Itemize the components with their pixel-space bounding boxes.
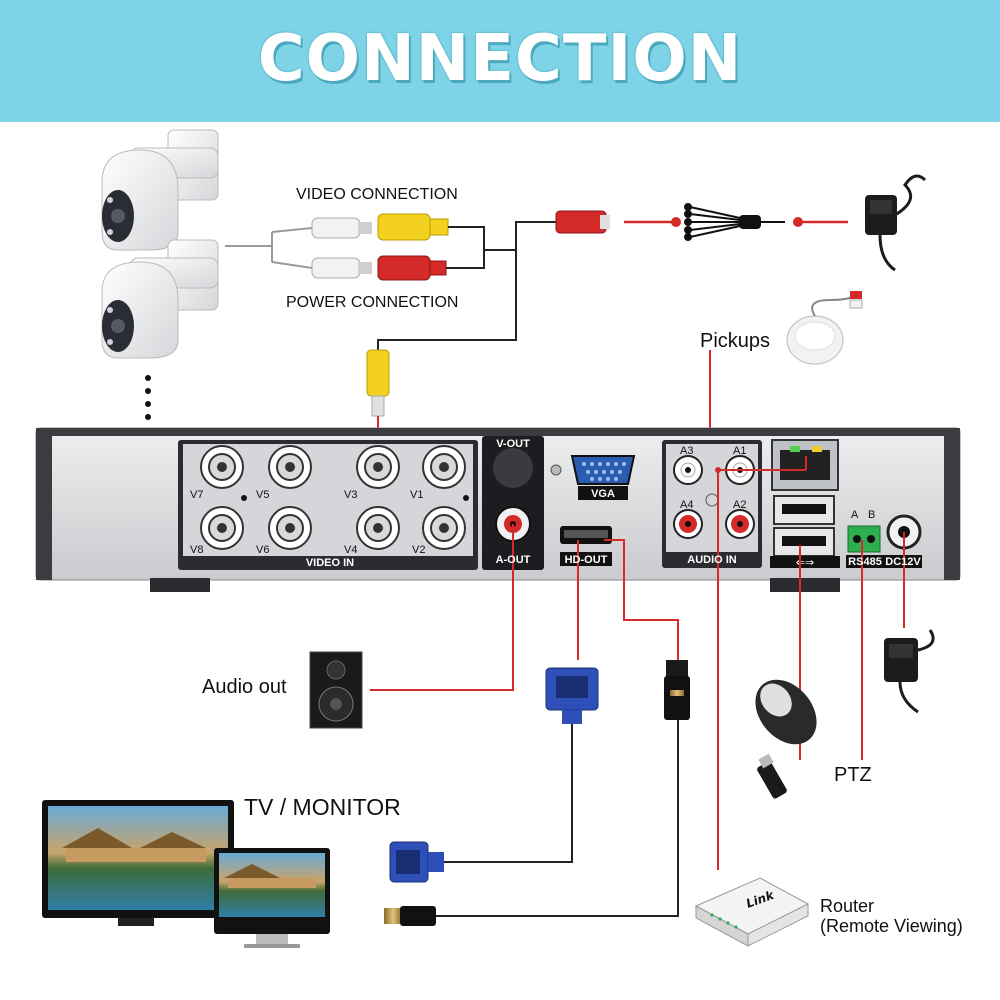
usb-dongle-icon xyxy=(757,753,787,799)
power-connection-label: POWER CONNECTION xyxy=(286,294,459,311)
audio-a4: A4 xyxy=(680,499,693,511)
power-connector-icon xyxy=(311,255,447,281)
tv-monitor-icon xyxy=(42,800,234,926)
vga-connector-icon xyxy=(389,841,444,883)
mouse-icon xyxy=(755,679,817,745)
vga-label: VGA xyxy=(591,488,615,500)
banner-title: CONNECTION xyxy=(257,22,743,96)
channel-v4: V4 xyxy=(344,544,357,556)
power-splitter-icon xyxy=(684,203,785,241)
coax-cable xyxy=(377,221,556,350)
channel-v8: V8 xyxy=(190,544,203,556)
dc-plug-icon xyxy=(555,210,610,234)
tv-monitor-label: TV / MONITOR xyxy=(244,794,401,820)
vga-cable-icon xyxy=(545,667,599,724)
channel-v5: V5 xyxy=(256,489,269,501)
pickups-label: Pickups xyxy=(700,330,771,352)
hdmi-connector-icon xyxy=(384,906,436,926)
channel-v6: V6 xyxy=(256,544,269,556)
audio-a2: A2 xyxy=(733,499,746,511)
a-out-label: A-OUT xyxy=(496,554,531,566)
bnc-port-v4 xyxy=(356,506,400,550)
title-banner: CONNECTION xyxy=(0,0,1000,122)
video-connection-label: VIDEO CONNECTION xyxy=(296,186,458,203)
bnc-port-v6 xyxy=(268,506,312,550)
channel-v7: V7 xyxy=(190,489,203,501)
desktop-monitor-icon xyxy=(214,848,330,948)
camera-icon xyxy=(101,239,219,359)
audio-in-label: AUDIO IN xyxy=(687,554,737,566)
router-brand: Link xyxy=(744,888,776,911)
bnc-port-v1 xyxy=(422,445,466,489)
lan-port xyxy=(771,439,839,491)
bnc-port-v5 xyxy=(268,445,312,489)
pickup-microphone-icon xyxy=(786,291,863,365)
rs485-port xyxy=(846,525,884,568)
vga-port xyxy=(570,455,636,500)
camera-icon xyxy=(101,129,219,251)
audio-in-ports xyxy=(673,455,755,539)
connection-wires xyxy=(370,456,905,917)
v-out-label: V-OUT xyxy=(496,438,530,450)
bnc-port-v2 xyxy=(422,506,466,550)
rs485-pin-a: A xyxy=(851,509,859,521)
bnc-port-v7 xyxy=(200,445,244,489)
audio-out-label: Audio out xyxy=(202,676,287,698)
ptz-label: PTZ xyxy=(834,764,872,786)
rs485-label: RS485 xyxy=(848,556,882,568)
router-label: Router xyxy=(820,896,875,916)
hdmi-cable-icon xyxy=(664,660,690,720)
video-in-label: VIDEO IN xyxy=(306,557,354,569)
video-connector-icon xyxy=(311,213,449,241)
audio-a1: A1 xyxy=(733,445,746,457)
power-adapter-icon xyxy=(865,174,927,272)
camera-cable xyxy=(225,227,313,269)
power-node xyxy=(671,217,681,227)
channel-v2: V2 xyxy=(412,544,425,556)
dc12v-label: DC12V xyxy=(885,556,921,568)
bnc-port-v8 xyxy=(200,506,244,550)
usb-port xyxy=(773,495,835,557)
channel-v3: V3 xyxy=(344,489,357,501)
rs485-pin-b: B xyxy=(868,509,875,521)
router-icon xyxy=(694,877,810,947)
speaker-icon xyxy=(309,651,363,729)
yellow-rca-plug-icon xyxy=(366,349,390,417)
hd-out-label: HD-OUT xyxy=(565,554,608,566)
channel-v1: V1 xyxy=(410,489,423,501)
power-node xyxy=(793,217,803,227)
v-out-port xyxy=(493,448,533,488)
audio-a3: A3 xyxy=(680,445,693,457)
hdmi-port xyxy=(560,526,612,566)
bnc-port-v3 xyxy=(356,445,400,489)
more-cameras-dots xyxy=(145,375,151,420)
router-remote-label: (Remote Viewing) xyxy=(820,916,963,936)
power-adapter-icon xyxy=(884,629,935,714)
